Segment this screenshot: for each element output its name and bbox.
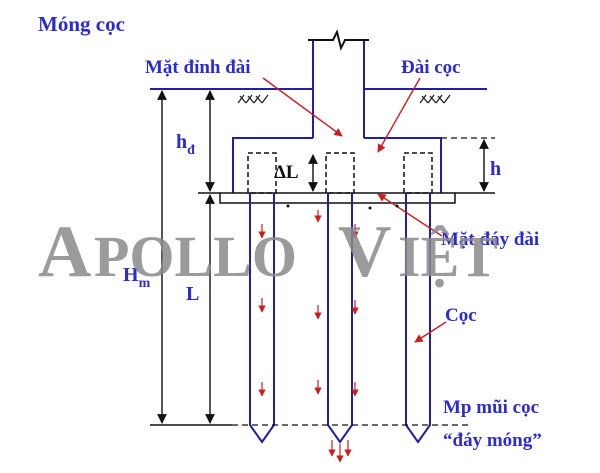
ground-hatch-icon — [237, 94, 451, 104]
h-symbol: h — [490, 158, 501, 180]
pointer-arrows — [262, 77, 447, 343]
apollo-viet-watermark: A POLLO V IỆT — [38, 211, 498, 293]
bottom-face-label: Mặt đáy đài — [441, 229, 539, 250]
foundation-bottom-label: “đáy móng” — [443, 430, 542, 451]
svg-text:IỆT: IỆT — [398, 224, 498, 289]
level-lines — [232, 137, 495, 426]
diagram-title: Móng cọc — [38, 12, 125, 36]
pile-left — [249, 193, 275, 444]
pile-label: Cọc — [445, 305, 477, 326]
hm-symbol: Hm — [123, 264, 151, 291]
l-symbol: L — [186, 283, 199, 305]
svg-text:POLLO: POLLO — [94, 224, 297, 289]
pile-center — [327, 193, 353, 444]
top-face-label: Mặt đỉnh đài — [145, 57, 251, 78]
pile-right — [405, 193, 431, 444]
pile-cap-label: Đài cọc — [401, 57, 461, 78]
hd-symbol: hđ — [176, 131, 195, 158]
column — [308, 29, 369, 138]
soil-marks — [286, 204, 399, 210]
svg-text:V: V — [338, 211, 391, 293]
delta-l-symbol: ΔL — [274, 162, 299, 183]
load-arrows — [258, 210, 359, 463]
embedded-pile-heads — [247, 152, 433, 194]
tip-plane-label: Mp mũi cọc — [443, 397, 539, 418]
svg-text:A: A — [38, 211, 91, 293]
